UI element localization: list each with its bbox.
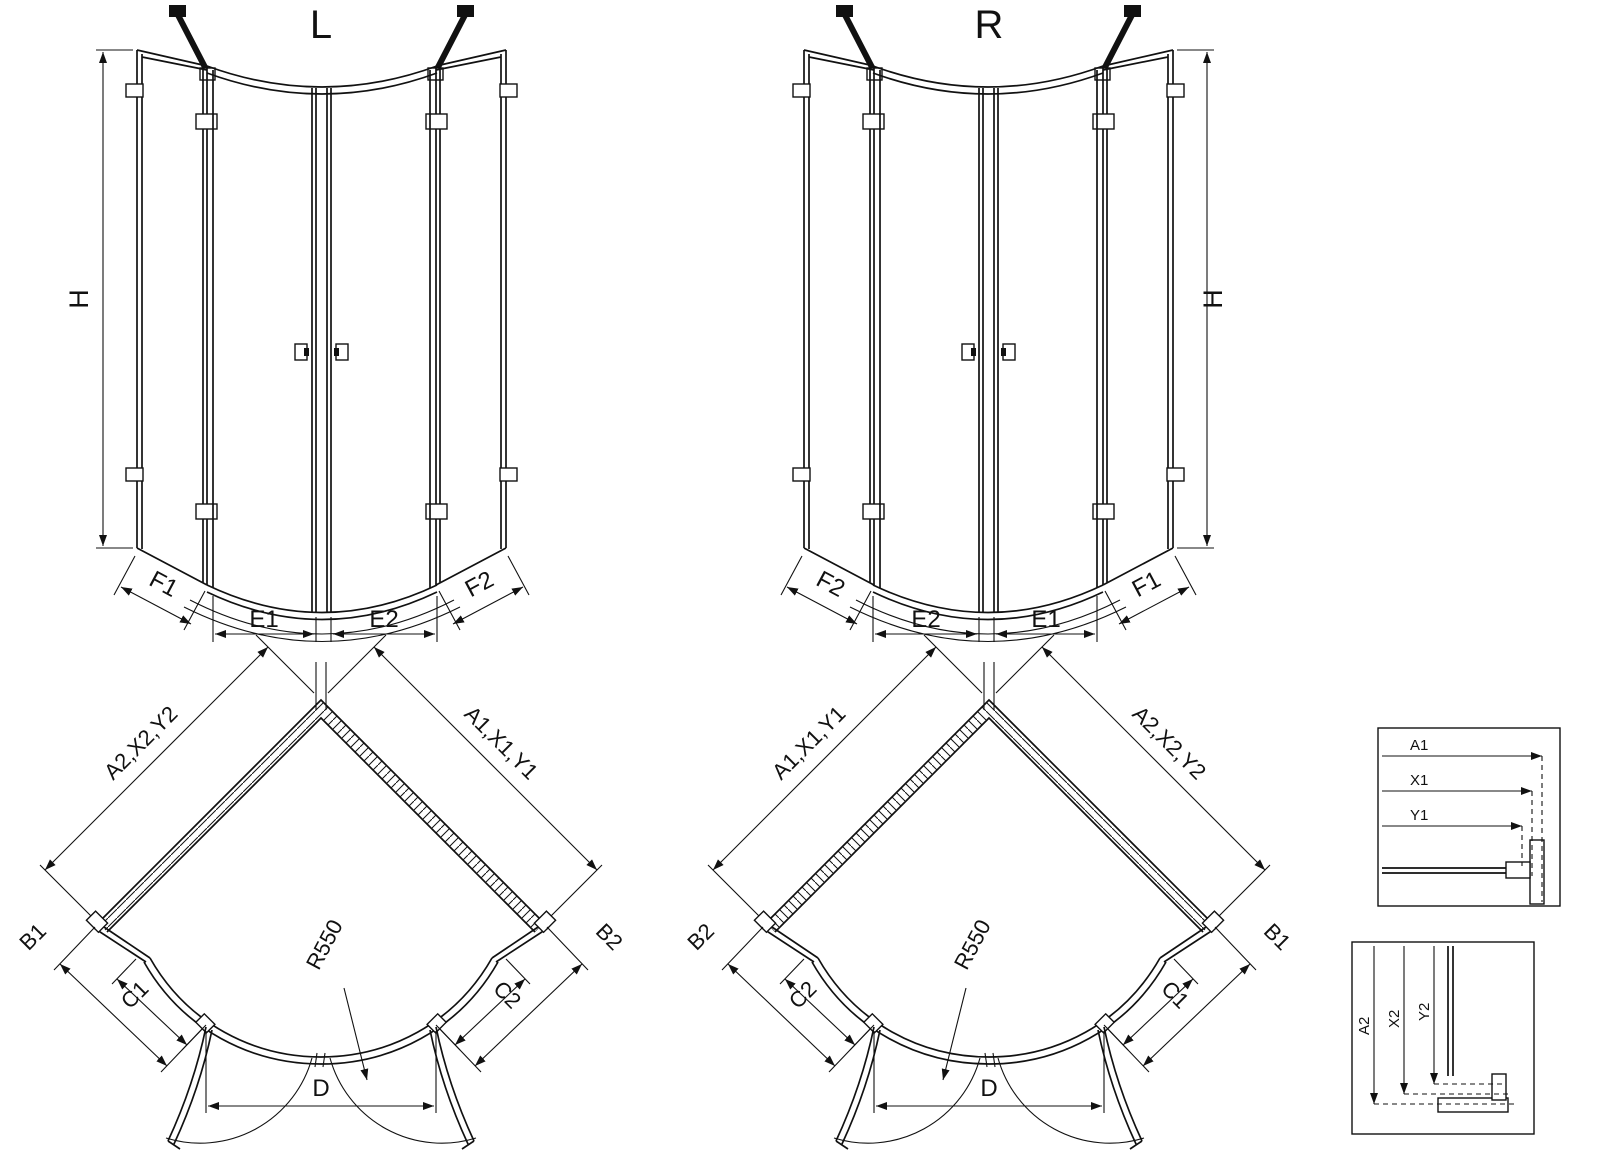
elevation-l-e1-label: E1 xyxy=(249,606,278,633)
plan-r-radius-leader xyxy=(941,987,967,1081)
elevation-r-title: R xyxy=(975,3,1004,47)
detail-top-drawing: A1 X1 Y1 xyxy=(1377,727,1561,907)
plan-r-radius-label: R550 xyxy=(949,915,996,973)
elevation-r-f2-label: F2 xyxy=(812,566,849,603)
elevation-r-h-label: H xyxy=(1198,289,1228,309)
plan-r-wall-left-label: A1,X1,Y1 xyxy=(767,701,850,784)
plan-l-b1-label: B1 xyxy=(14,918,51,955)
detail-top-a1-label: A1 xyxy=(1410,737,1428,754)
detail-bottom-drawing: A2 X2 Y2 xyxy=(1351,941,1535,1135)
plan-l-b2-label: B2 xyxy=(591,918,628,955)
elevation-r-drawing xyxy=(781,5,1214,642)
elevation-l-title: L xyxy=(310,3,332,47)
wall-profile-section xyxy=(1437,1097,1509,1113)
detail-top-y1-label: Y1 xyxy=(1410,807,1428,824)
elevation-l-e2-label: E2 xyxy=(369,606,398,633)
detail-bottom-a2-label: A2 xyxy=(1356,1017,1373,1035)
detail-bottom-x2-label: X2 xyxy=(1386,1010,1403,1028)
plan-r-d-label: D xyxy=(980,1075,997,1102)
detail-top-x1-label: X1 xyxy=(1410,772,1428,789)
plan-l-radius-leader xyxy=(343,987,369,1081)
plan-r-drawing xyxy=(708,635,1270,1149)
plan-l-radius-label: R550 xyxy=(301,915,348,973)
elevation-l-f1-label: F1 xyxy=(145,566,182,603)
plan-l-d-label: D xyxy=(312,1075,329,1102)
plan-l-drawing xyxy=(40,635,602,1149)
plan-r-b1-label: B1 xyxy=(1259,918,1296,955)
wall-profile-foot xyxy=(1505,861,1531,879)
elevation-r-e1-label: E1 xyxy=(1031,606,1060,633)
glass-section xyxy=(1382,867,1512,874)
elevation-l-f2-label: F2 xyxy=(461,566,498,603)
elevation-r-f1-label: F1 xyxy=(1128,566,1165,603)
elevation-r-e2-label: E2 xyxy=(911,606,940,633)
plan-l-wall-right-label: A1,X1,Y1 xyxy=(460,701,543,784)
wall-profile-foot xyxy=(1491,1073,1507,1101)
plan-r-b2-label: B2 xyxy=(682,918,719,955)
elevation-l-drawing xyxy=(96,5,529,642)
detail-bottom-y2-label: Y2 xyxy=(1416,1003,1433,1021)
elevation-l-h-label: H xyxy=(64,289,94,309)
glass-section xyxy=(1447,946,1454,1076)
plan-r-wall-right-label: A2,X2,Y2 xyxy=(1128,701,1211,784)
plan-l-wall-left-label: A2,X2,Y2 xyxy=(99,701,182,784)
